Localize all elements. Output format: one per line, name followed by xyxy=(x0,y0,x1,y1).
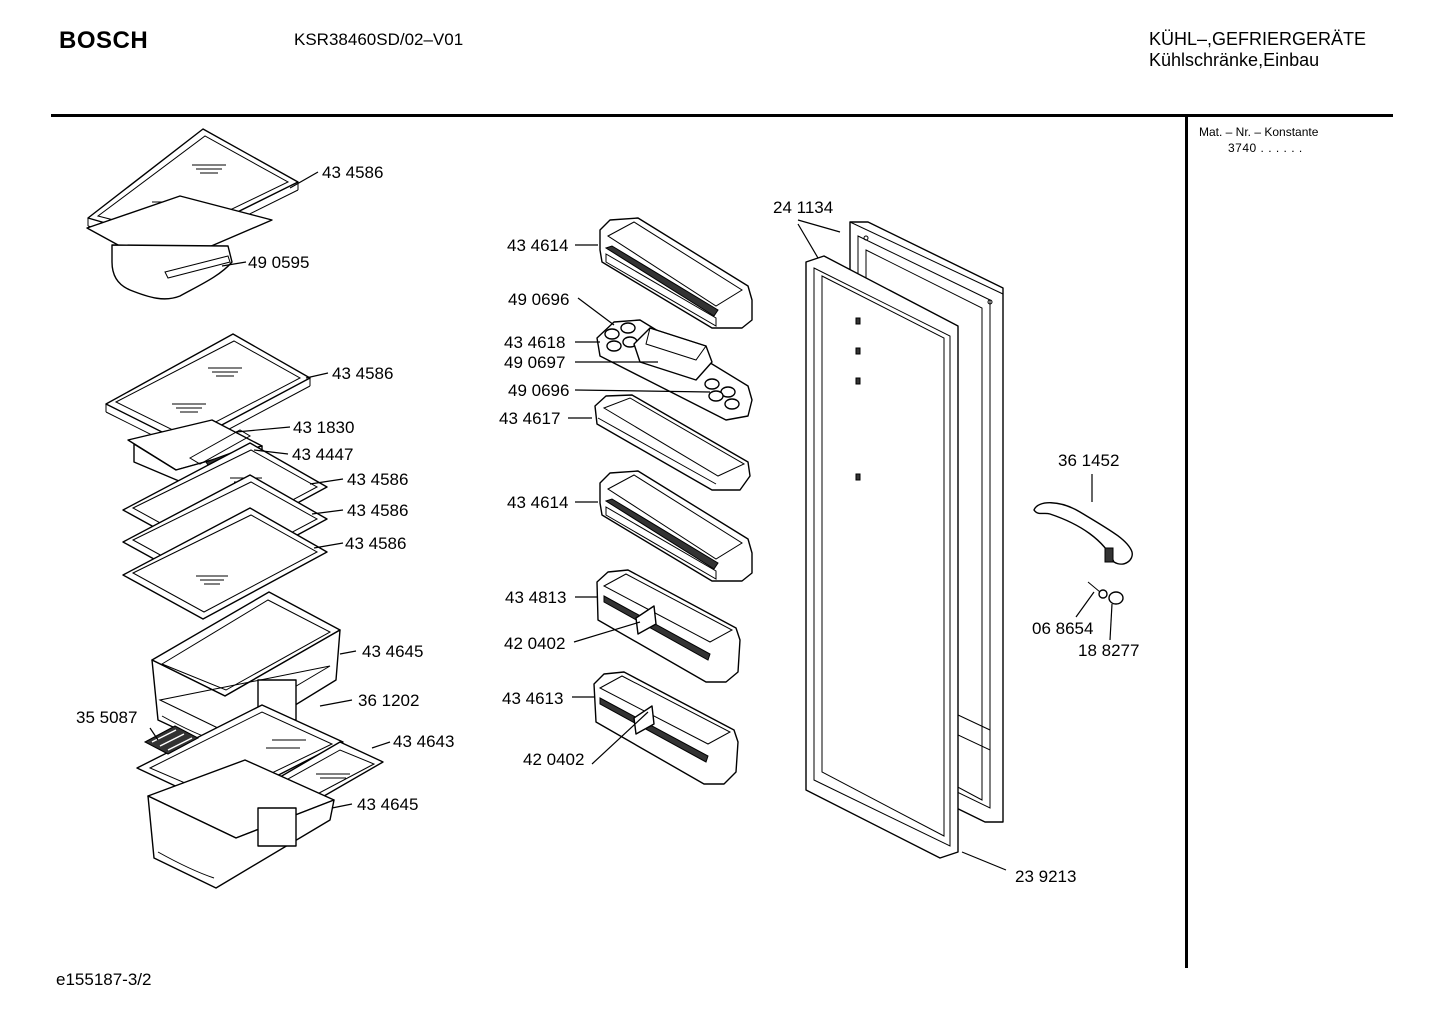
part-label: 23 9213 xyxy=(1015,867,1076,886)
part-label: 43 4645 xyxy=(362,642,423,661)
part-label: 06 8654 xyxy=(1032,619,1093,638)
header-divider xyxy=(51,114,1393,117)
part-label: 43 4586 xyxy=(347,501,408,520)
part-label: 43 4618 xyxy=(504,333,565,352)
part-labels: 43 4586 49 0595 43 4586 43 1830 43 4447 … xyxy=(76,163,1139,886)
part-label: 49 0696 xyxy=(508,381,569,400)
part-label: 43 4643 xyxy=(393,732,454,751)
door-bin-illustration xyxy=(594,394,751,491)
part-label: 24 1134 xyxy=(773,198,833,217)
part-label: 49 0595 xyxy=(248,253,309,272)
part-label: 49 0697 xyxy=(504,353,565,372)
part-label: 36 1202 xyxy=(358,691,419,710)
door-bin-divider-illustration xyxy=(596,569,741,683)
part-label: 42 0402 xyxy=(504,634,565,653)
part-label: 43 4614 xyxy=(507,493,568,512)
category-title: KÜHL–,GEFRIERGERÄTE xyxy=(1149,29,1367,49)
part-label: 43 4813 xyxy=(505,588,566,607)
door-gasket-illustration xyxy=(805,255,959,859)
glass-shelf-illustration xyxy=(105,333,311,453)
part-label: 43 4645 xyxy=(357,795,418,814)
part-label: 43 4614 xyxy=(507,236,568,255)
drawing-id: e155187-3/2 xyxy=(56,970,152,989)
door-bin-illustration xyxy=(599,470,753,582)
part-label: 43 4586 xyxy=(332,364,393,383)
door-handle-illustration xyxy=(1033,502,1133,565)
part-label: 43 4586 xyxy=(345,534,406,553)
part-label: 35 5087 xyxy=(76,708,137,727)
category-subtitle: Kühlschränke,Einbau xyxy=(1149,50,1320,70)
vent-clip-illustration xyxy=(143,725,200,755)
door-bin-divider-illustration xyxy=(593,671,739,785)
egg-tray-illustration xyxy=(596,319,753,421)
screw-illustration xyxy=(1087,581,1108,599)
model-number: KSR38460SD/02–V01 xyxy=(294,30,464,49)
part-label: 18 8277 xyxy=(1078,641,1139,660)
brand-logo: BOSCH xyxy=(59,27,149,54)
mat-number-label: Mat. – Nr. – Konstante xyxy=(1199,125,1319,139)
sidebar-divider xyxy=(1185,117,1188,968)
glass-shelf-illustration xyxy=(122,507,328,620)
part-label: 43 1830 xyxy=(293,418,354,437)
part-label: 43 4447 xyxy=(292,445,353,464)
mat-number-value: 3740 . . . . . . xyxy=(1228,141,1303,155)
part-label: 43 4586 xyxy=(347,470,408,489)
shelf-with-drawer-illustration xyxy=(86,195,273,300)
part-label: 43 4613 xyxy=(502,689,563,708)
part-label: 42 0402 xyxy=(523,750,584,769)
cap-illustration xyxy=(1108,591,1124,605)
part-label: 36 1452 xyxy=(1058,451,1119,470)
part-label: 43 4586 xyxy=(322,163,383,182)
part-label: 43 4617 xyxy=(499,409,560,428)
crisper-drawer-illustration xyxy=(147,759,335,889)
door-bin-illustration xyxy=(599,217,753,329)
leader-lines xyxy=(149,171,1113,871)
part-label: 49 0696 xyxy=(508,290,569,309)
